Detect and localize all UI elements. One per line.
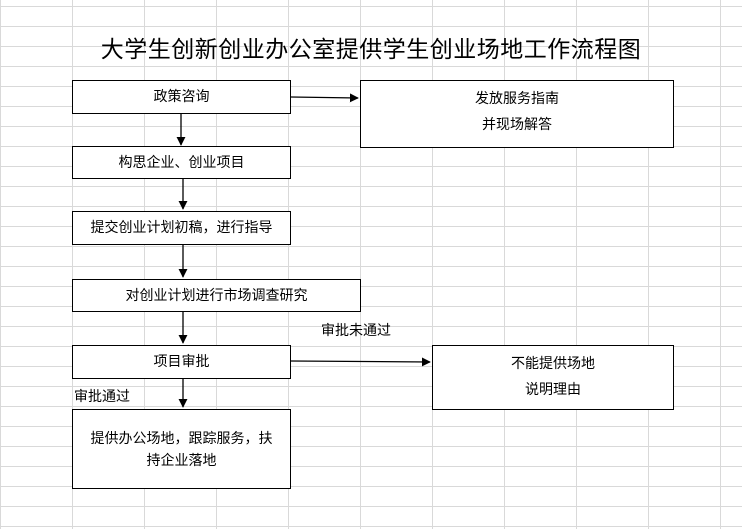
node-market-research: 对创业计划进行市场调查研究 [72,279,361,312]
node-label: 对创业计划进行市场调查研究 [125,287,308,304]
node-project-review: 项目审批 [72,345,291,379]
node-plan-guidance: 提交创业计划初稿，进行指导 [72,211,291,245]
node-business-idea: 构思企业、创业项目 [72,146,291,179]
node-label: 政策咨询 [153,89,210,105]
node-label: 构思企业、创业项目 [118,154,245,171]
node-policy-consultation: 政策咨询 [72,80,291,114]
node-label-line1: 不能提供场地 [511,356,595,372]
node-label-line2: 持企业落地 [146,453,217,469]
node-label-line1: 发放服务指南 [475,91,559,107]
edge-label-approved: 审批通过 [74,389,130,405]
node-rejection: 不能提供场地 说明理由 [432,345,674,410]
node-label-line2: 并现场解答 [482,117,552,133]
node-label-line1: 提供办公场地，跟踪服务，扶 [90,431,273,447]
node-label: 提交创业计划初稿，进行指导 [90,220,273,236]
node-provide-space: 提供办公场地，跟踪服务，扶 持企业落地 [72,409,291,489]
diagram-title: 大学生创新创业办公室提供学生创业场地工作流程图 [100,37,642,63]
arrow-review-to-reject [290,357,431,367]
node-label: 项目审批 [153,354,210,370]
arrow-policy-to-guide [290,93,359,103]
node-label-line2: 说明理由 [525,382,581,398]
node-service-guide: 发放服务指南 并现场解答 [360,80,674,148]
edge-label-rejected: 审批未通过 [321,323,391,339]
